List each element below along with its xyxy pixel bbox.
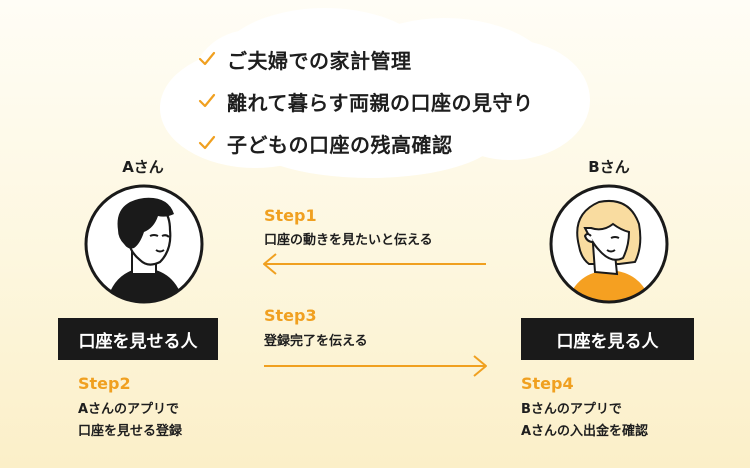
step4-line2: Aさんの入出金を確認 xyxy=(521,424,649,439)
arrow-right-icon xyxy=(264,355,487,377)
use-case-list: ご夫婦での家計管理 離れて暮らす両親の口座の見守り 子どもの口座の残高確認 xyxy=(197,38,534,164)
step1-text: 口座の動きを見たいと伝える xyxy=(264,233,433,248)
use-case-item: 子どもの口座の残高確認 xyxy=(197,122,534,164)
step2-line1: Aさんのアプリで xyxy=(78,402,180,417)
step3-label: Step3 xyxy=(264,306,317,325)
check-icon xyxy=(198,51,216,66)
step4-line1: Bさんのアプリで xyxy=(521,402,622,417)
person-b-name: Bさん xyxy=(588,158,630,176)
arrow-left-icon xyxy=(263,253,486,275)
use-case-text: 子どもの口座の残高確認 xyxy=(227,132,453,157)
use-case-text: 離れて暮らす両親の口座の見守り xyxy=(227,90,534,115)
step1-label: Step1 xyxy=(264,206,317,225)
step3-text: 登録完了を伝える xyxy=(264,334,368,349)
use-case-text: ご夫婦での家計管理 xyxy=(227,48,412,73)
use-case-item: 離れて暮らす両親の口座の見守り xyxy=(197,80,534,122)
person-b-avatar-icon xyxy=(549,184,669,304)
use-case-item: ご夫婦での家計管理 xyxy=(197,38,534,80)
person-a-avatar-icon xyxy=(84,184,204,304)
person-b-role-box: 口座を見る人 xyxy=(521,318,694,360)
check-icon xyxy=(198,93,216,108)
person-a-name: Aさん xyxy=(122,158,164,176)
step4-label: Step4 xyxy=(521,374,574,393)
person-a-role-box: 口座を見せる人 xyxy=(58,318,218,360)
step2-label: Step2 xyxy=(78,374,131,393)
check-icon xyxy=(198,135,216,150)
step2-line2: 口座を見せる登録 xyxy=(78,424,183,439)
